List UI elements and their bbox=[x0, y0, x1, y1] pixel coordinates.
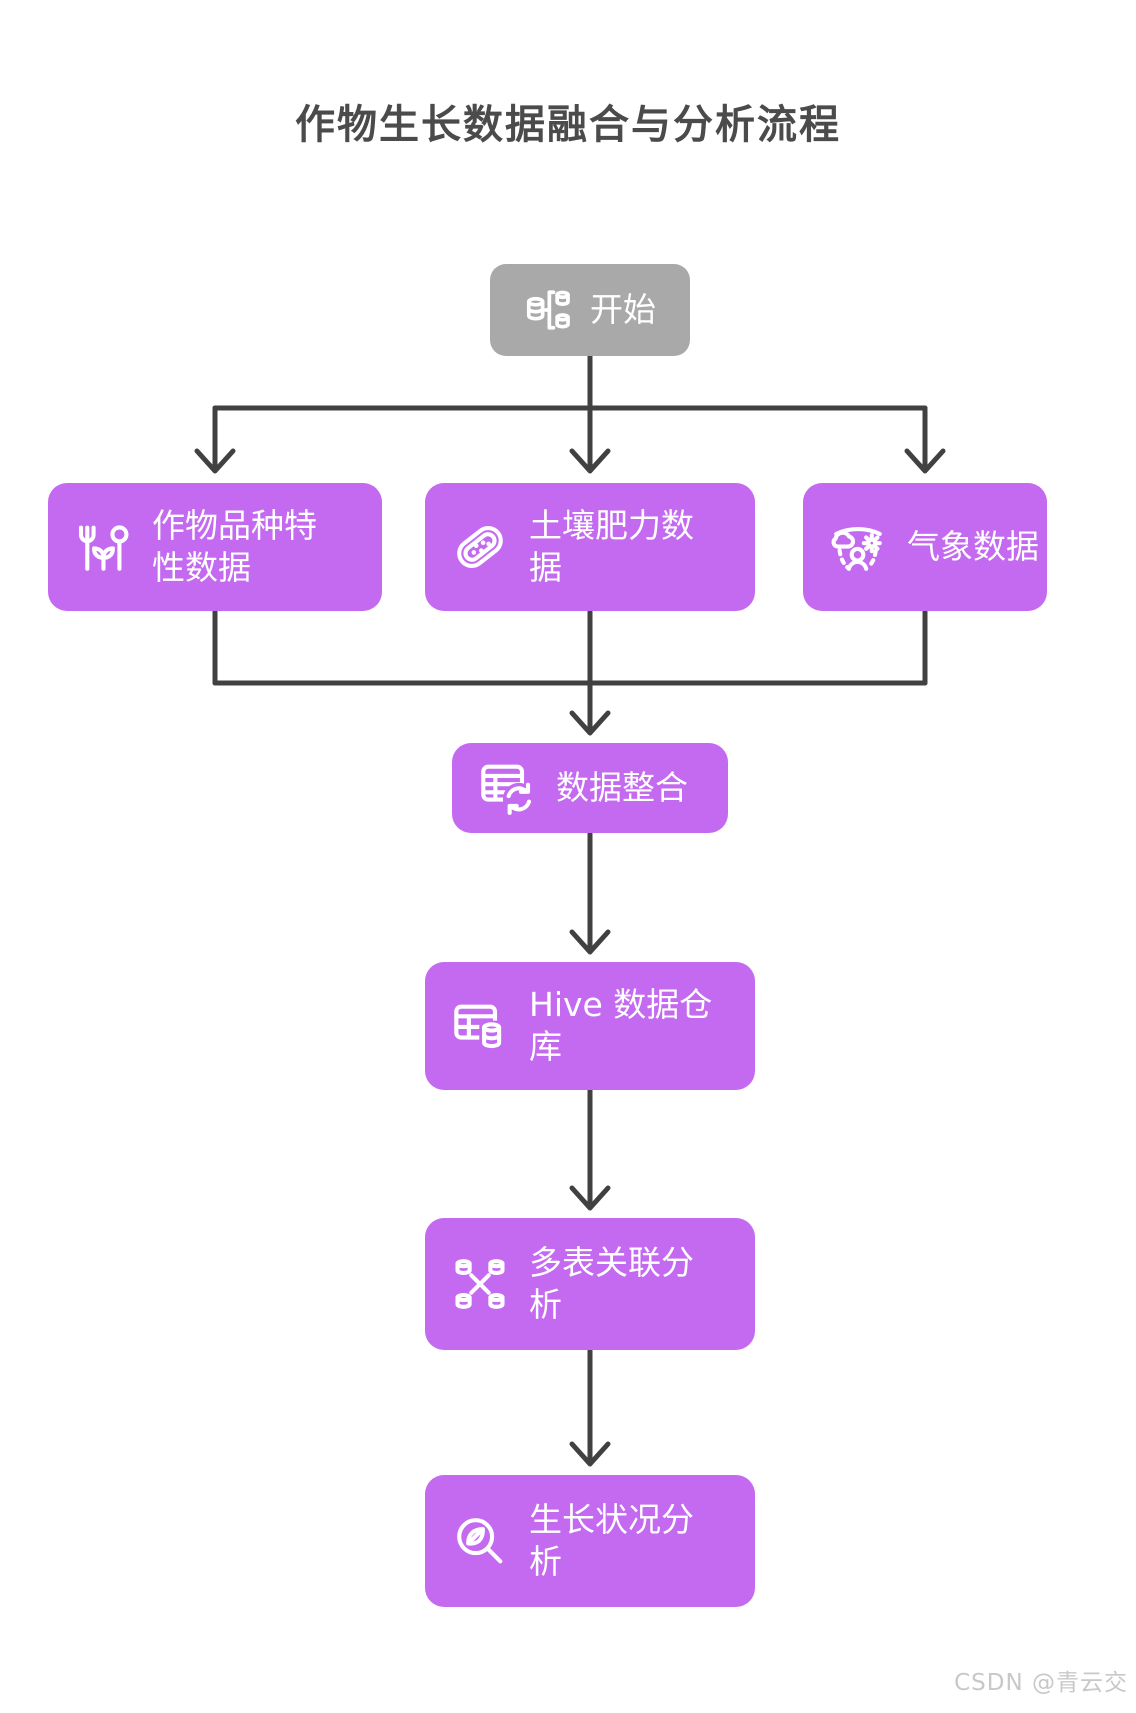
table-database-icon bbox=[451, 997, 509, 1055]
database-pipeline-icon bbox=[524, 284, 576, 336]
node-growth-analysis: 生长状况分析 bbox=[425, 1475, 755, 1607]
node-start: 开始 bbox=[490, 264, 690, 356]
node-data-integration: 数据整合 bbox=[452, 743, 728, 833]
node-hive-warehouse-label: Hive 数据仓库 bbox=[529, 984, 713, 1066]
linked-databases-icon bbox=[451, 1255, 509, 1313]
node-soil-data: 土壤肥力数据 bbox=[425, 483, 755, 611]
leaf-magnifier-icon bbox=[451, 1512, 509, 1570]
arrowhead-branch-mid bbox=[569, 448, 611, 474]
node-crop-data-label: 作物品种特性数据 bbox=[152, 505, 317, 587]
arrowhead-branch-left bbox=[194, 448, 236, 474]
node-data-integration-label: 数据整合 bbox=[556, 767, 688, 807]
node-hive-warehouse: Hive 数据仓库 bbox=[425, 962, 755, 1090]
node-crop-data: 作物品种特性数据 bbox=[48, 483, 382, 611]
arrowhead-to-join bbox=[569, 1185, 611, 1211]
node-multi-table-join-label: 多表关联分析 bbox=[529, 1242, 694, 1324]
node-weather-data: 气象数据 bbox=[803, 483, 1047, 611]
soil-icon bbox=[451, 518, 509, 576]
arrowhead-to-integration bbox=[569, 710, 611, 736]
arrowhead-to-hive bbox=[569, 929, 611, 955]
arrowhead-branch-right bbox=[904, 448, 946, 474]
weather-icon bbox=[829, 518, 887, 576]
plant-icon bbox=[74, 518, 132, 576]
page-title: 作物生长数据融合与分析流程 bbox=[295, 102, 841, 148]
node-growth-analysis-label: 生长状况分析 bbox=[529, 1499, 694, 1581]
table-sync-icon bbox=[478, 759, 536, 817]
node-start-label: 开始 bbox=[590, 289, 656, 329]
node-weather-data-label: 气象数据 bbox=[907, 526, 1039, 566]
arrowhead-to-growth bbox=[569, 1441, 611, 1467]
node-multi-table-join: 多表关联分析 bbox=[425, 1218, 755, 1350]
watermark: CSDN @青云交 bbox=[954, 1670, 1128, 1696]
node-soil-data-label: 土壤肥力数据 bbox=[529, 505, 694, 587]
